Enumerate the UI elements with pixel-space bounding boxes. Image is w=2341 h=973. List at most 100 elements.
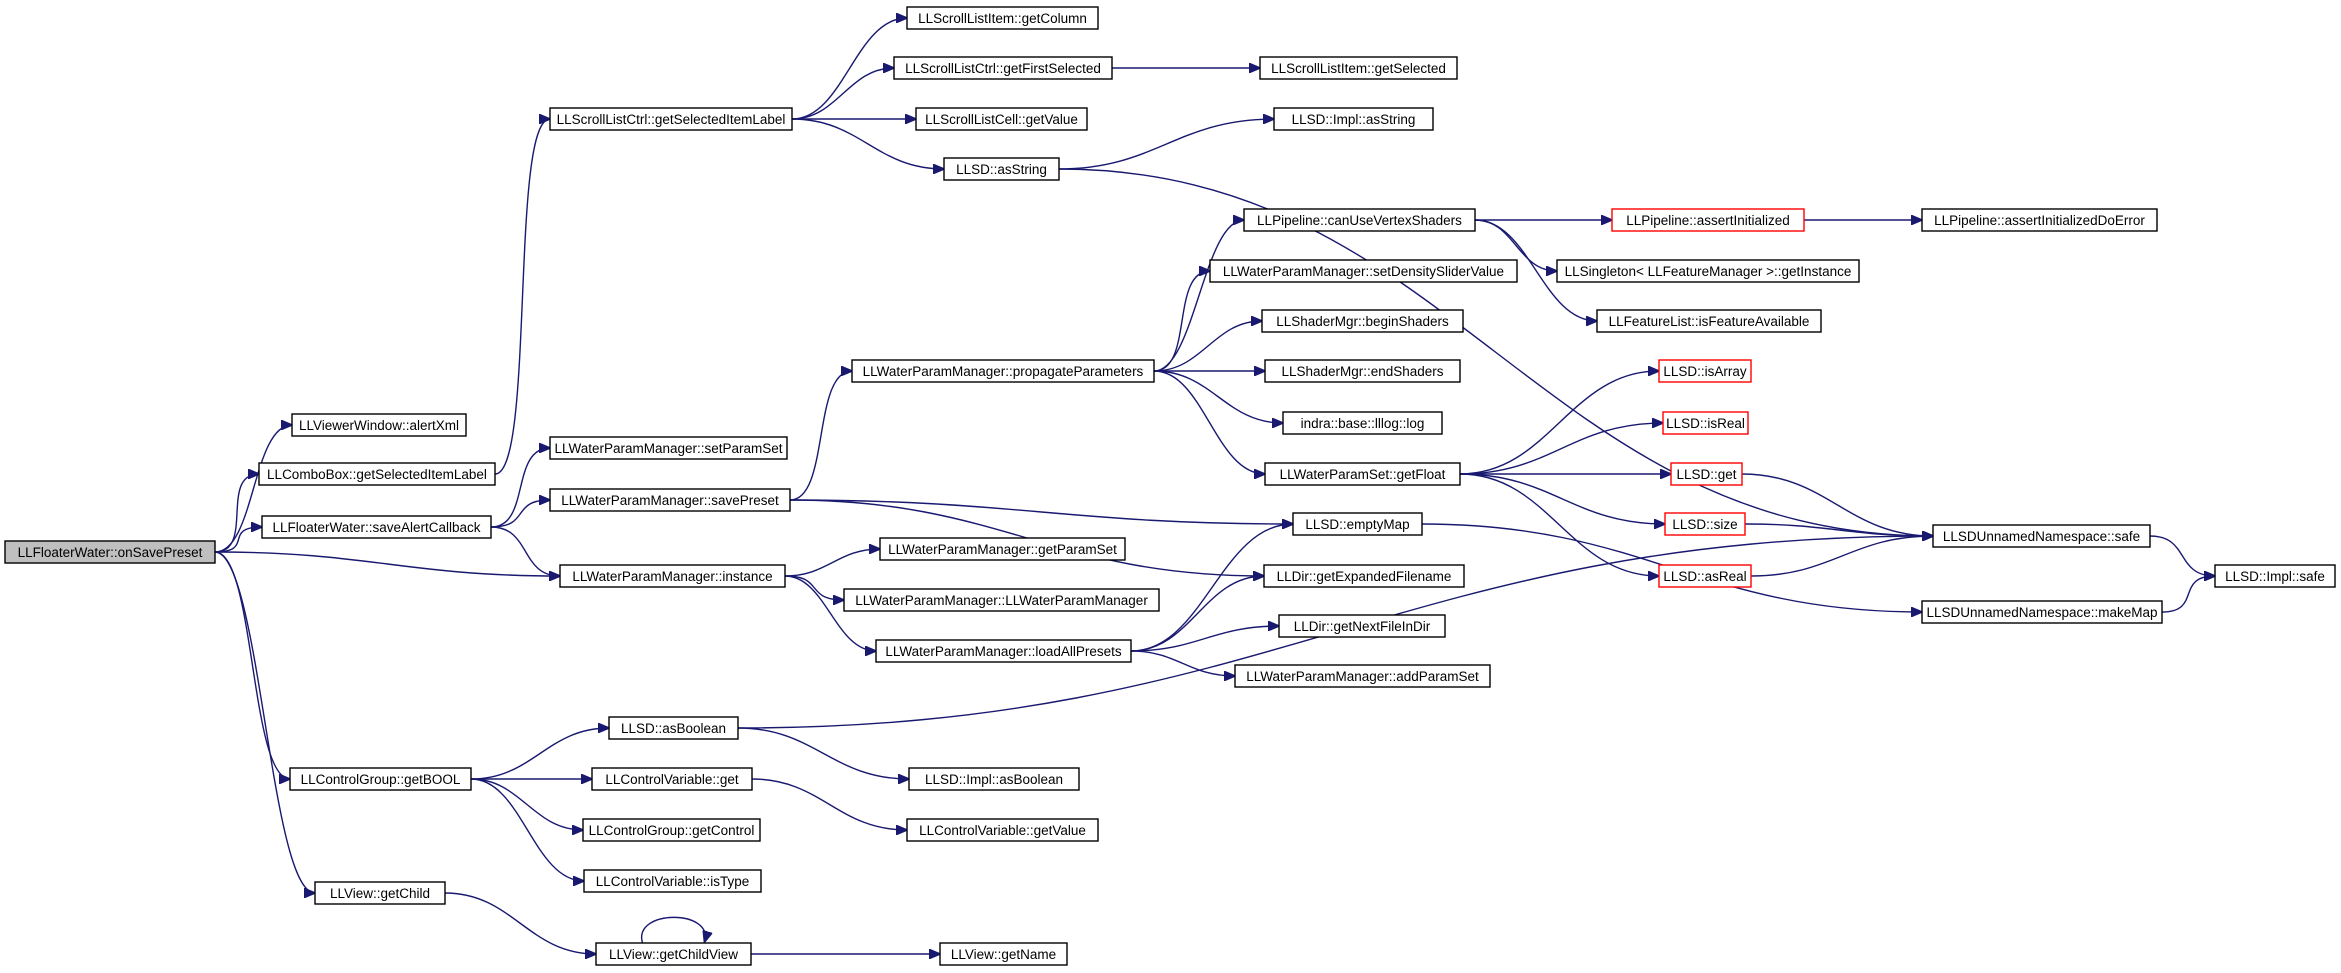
node-label: LLSD::size — [1672, 517, 1737, 532]
node-label: LLScrollListCtrl::getSelectedItemLabel — [557, 112, 786, 127]
graph-node[interactable]: LLControlVariable::isType — [583, 869, 762, 893]
graph-node[interactable]: LLWaterParamManager::propagateParameters — [851, 359, 1155, 383]
graph-node[interactable]: LLPipeline::assertInitializedDoError — [1921, 208, 2158, 232]
graph-node[interactable]: indra::base::lllog::log — [1282, 411, 1443, 435]
graph-node[interactable]: LLSD::Impl::asBoolean — [908, 767, 1080, 791]
graph-node[interactable]: LLControlGroup::getBOOL — [289, 767, 472, 791]
node-label: LLSD::isArray — [1663, 364, 1747, 379]
edge-n18-n28 — [1153, 370, 1265, 474]
graph-node[interactable]: LLScrollListCtrl::getSelectedItemLabel — [549, 107, 793, 131]
node-box — [595, 942, 752, 966]
graph-node[interactable]: LLSD::asReal — [1658, 564, 1752, 588]
graph-node[interactable]: LLWaterParamSet::getFloat — [1264, 462, 1461, 486]
edge-n42-n43 — [737, 727, 909, 779]
edge-n39-n36 — [1130, 576, 1264, 652]
node-box — [1282, 411, 1443, 435]
edge-n5-n46 — [470, 778, 583, 830]
node-label: LLControlVariable::isType — [596, 874, 750, 889]
edge-n28-n33 — [1459, 473, 1659, 576]
graph-node[interactable]: LLView::getChildView — [595, 942, 752, 966]
graph-node[interactable]: LLWaterParamManager::LLWaterParamManager — [843, 588, 1160, 612]
graph-node[interactable]: LLSingleton< LLFeatureManager >::getInst… — [1556, 259, 1860, 283]
graph-node[interactable]: LLSD::Impl::safe — [2214, 564, 2336, 588]
graph-node[interactable]: LLControlGroup::getControl — [582, 818, 761, 842]
node-box — [1234, 664, 1491, 688]
edge-n0-n3 — [214, 527, 262, 553]
edge-n18-n19 — [1153, 220, 1244, 372]
graph-node[interactable]: LLSD::asString — [943, 157, 1060, 181]
node-label: LLWaterParamManager::setParamSet — [554, 441, 782, 456]
graph-node[interactable]: LLWaterParamManager::setParamSet — [549, 436, 788, 460]
node-box — [1921, 600, 2163, 624]
graph-node[interactable]: LLSD::isArray — [1658, 359, 1752, 383]
graph-node[interactable]: LLSD::Impl::asString — [1273, 107, 1434, 131]
graph-node[interactable]: LLSD::isReal — [1662, 411, 1749, 435]
graph-node[interactable]: LLPipeline::assertInitialized — [1611, 208, 1805, 232]
graph-node[interactable]: LLSD::emptyMap — [1292, 512, 1423, 536]
graph-node[interactable]: LLView::getChild — [314, 881, 446, 905]
graph-node[interactable]: LLControlVariable::get — [591, 767, 753, 791]
node-label: LLControlVariable::getValue — [919, 823, 1086, 838]
edge-n44-n45 — [751, 778, 907, 830]
node-label: indra::base::lllog::log — [1301, 416, 1425, 431]
graph-node[interactable]: LLWaterParamManager::instance — [559, 564, 786, 588]
node-box — [258, 462, 496, 486]
graph-node[interactable]: LLViewerWindow::alertXml — [291, 413, 467, 437]
edge-n17-n18 — [789, 371, 852, 501]
graph-node[interactable]: LLComboBox::getSelectedItemLabel — [258, 462, 496, 486]
graph-node[interactable]: LLPipeline::canUseVertexShaders — [1243, 208, 1476, 232]
edge-n0-n6 — [214, 551, 315, 893]
node-label: LLWaterParamManager::LLWaterParamManager — [855, 593, 1148, 608]
edge-n35-n15 — [2161, 576, 2215, 613]
graph-node[interactable]: LLDir::getExpandedFilename — [1263, 564, 1465, 588]
graph-node[interactable]: LLScrollListCell::getValue — [915, 107, 1088, 131]
node-label: LLDir::getNextFileInDir — [1294, 619, 1431, 634]
graph-node[interactable]: LLSD::size — [1664, 512, 1746, 536]
graph-node[interactable]: LLShaderMgr::endShaders — [1264, 359, 1461, 383]
graph-node[interactable]: LLSD::get — [1670, 462, 1743, 486]
node-box — [879, 537, 1126, 561]
graph-node[interactable]: LLSDUnnamedNamespace::safe — [1932, 524, 2151, 548]
edge-n48-n48 — [641, 916, 706, 943]
graph-node[interactable]: LLSDUnnamedNamespace::makeMap — [1921, 600, 2163, 624]
graph-node[interactable]: LLDir::getNextFileInDir — [1278, 614, 1446, 638]
node-label: LLSD::Impl::safe — [2225, 569, 2325, 584]
node-box — [1292, 512, 1423, 536]
node-box — [843, 588, 1160, 612]
node-box — [549, 488, 791, 512]
graph-node[interactable]: LLShaderMgr::beginShaders — [1261, 309, 1464, 333]
graph-node[interactable]: LLScrollListItem::getSelected — [1259, 56, 1458, 80]
edge-n39-n41 — [1130, 650, 1235, 676]
graph-node[interactable]: LLScrollListCtrl::getFirstSelected — [893, 56, 1113, 80]
graph-node[interactable]: LLFloaterWater::saveAlertCallback — [261, 515, 492, 539]
edge-n0-n5 — [214, 551, 290, 779]
edge-n39-n40 — [1130, 626, 1279, 652]
graph-node[interactable]: LLControlVariable::getValue — [906, 818, 1099, 842]
node-label: LLViewerWindow::alertXml — [299, 418, 459, 433]
edge-n5-n47 — [470, 778, 584, 881]
node-box — [549, 107, 793, 131]
node-label: LLDir::getExpandedFilename — [1277, 569, 1452, 584]
graph-node[interactable]: LLWaterParamManager::setDensitySliderVal… — [1209, 259, 1518, 283]
node-label: LLWaterParamManager::getParamSet — [888, 542, 1117, 557]
graph-node[interactable]: LLWaterParamManager::loadAllPresets — [875, 639, 1132, 663]
node-box — [608, 716, 739, 740]
graph-node[interactable]: LLView::getName — [939, 942, 1068, 966]
node-box — [1273, 107, 1434, 131]
node-box — [1243, 208, 1476, 232]
graph-node[interactable]: LLWaterParamManager::savePreset — [549, 488, 791, 512]
edge-n31-n14 — [1741, 473, 1933, 536]
edge-n7-n8 — [791, 18, 907, 120]
node-label: LLControlGroup::getBOOL — [301, 772, 461, 787]
graph-node[interactable]: LLFloaterWater::onSavePreset — [4, 540, 216, 564]
node-box — [915, 107, 1088, 131]
node-box — [314, 881, 446, 905]
graph-node[interactable]: LLWaterParamManager::getParamSet — [879, 537, 1126, 561]
graph-node[interactable]: LLSD::asBoolean — [608, 716, 739, 740]
edge-n0-n4 — [214, 551, 560, 576]
graph-node[interactable]: LLFeatureList::isFeatureAvailable — [1596, 309, 1822, 333]
graph-node[interactable]: LLScrollListItem::getColumn — [906, 6, 1099, 30]
graph-node[interactable]: LLWaterParamManager::addParamSet — [1234, 664, 1491, 688]
node-label: LLSD::asReal — [1663, 569, 1746, 584]
node-box-truncated — [1670, 462, 1743, 486]
